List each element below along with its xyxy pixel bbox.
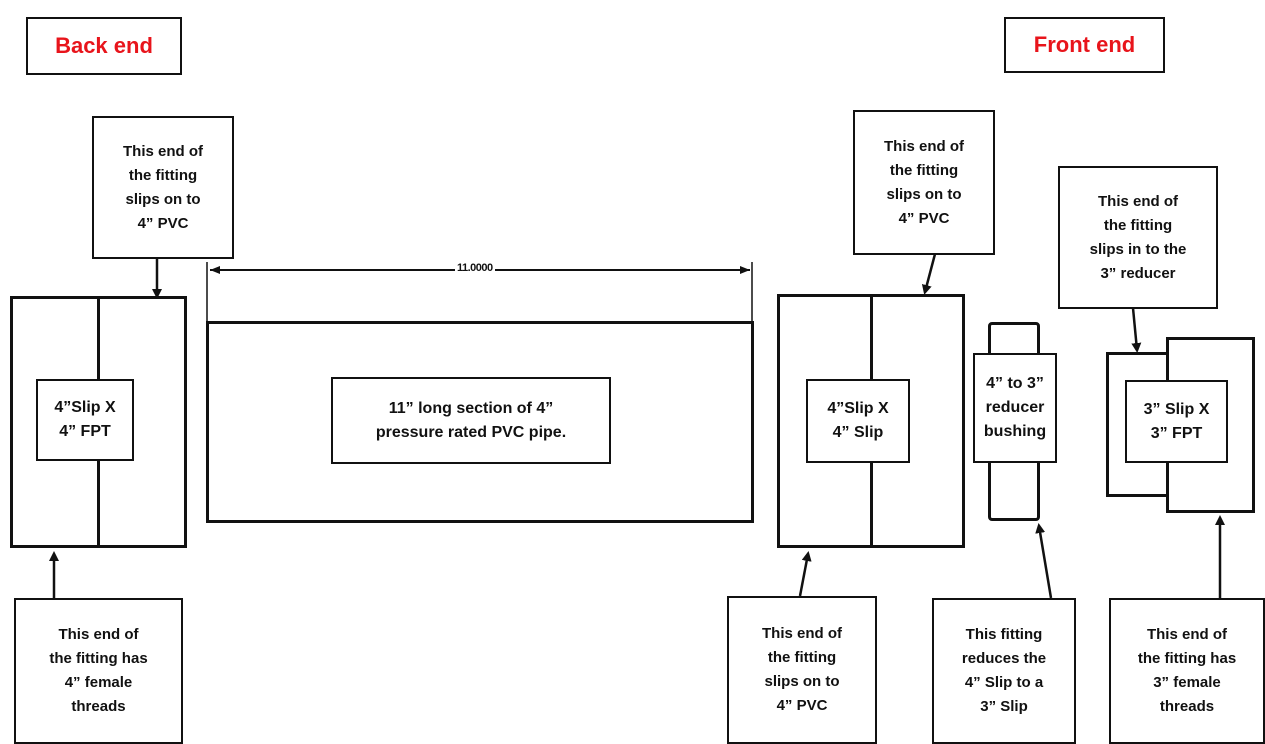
front-end-title: Front end [1004,17,1165,73]
front-bottom-slip-arrow [798,551,812,597]
note-back-top: This end of the fitting slips on to 4” P… [92,116,234,259]
reducer-bushing-label: 4” to 3” reducer bushing [973,353,1057,463]
dimension-arrow-right [740,266,750,274]
note-front-top-reducer: This end of the fitting slips in to the … [1058,166,1218,309]
front-slip-slip-label: 4”Slip X 4” Slip [806,379,910,463]
front-top-slip-arrow [921,253,937,295]
note-front-bottom-threads: This end of the fitting has 3” female th… [1109,598,1265,744]
dimension-arrow-left [210,266,220,274]
back-slip-fpt-label: 4”Slip X 4” FPT [36,379,134,461]
pipe-section-label: 11” long section of 4” pressure rated PV… [331,377,611,464]
back-end-title: Back end [26,17,182,75]
front-bottom-reducer-arrow [1035,523,1053,599]
slip-fpt-3-label: 3” Slip X 3” FPT [1125,380,1228,463]
note-front-top-slip: This end of the fitting slips on to 4” P… [853,110,995,255]
note-front-bottom-reducer: This fitting reduces the 4” Slip to a 3”… [932,598,1076,744]
front-top-reducer-arrow [1131,307,1142,353]
note-back-bottom: This end of the fitting has 4” female th… [14,598,183,744]
note-front-bottom-slip: This end of the fitting slips on to 4” P… [727,596,877,744]
dimension-label: 11.0000 [455,262,495,274]
